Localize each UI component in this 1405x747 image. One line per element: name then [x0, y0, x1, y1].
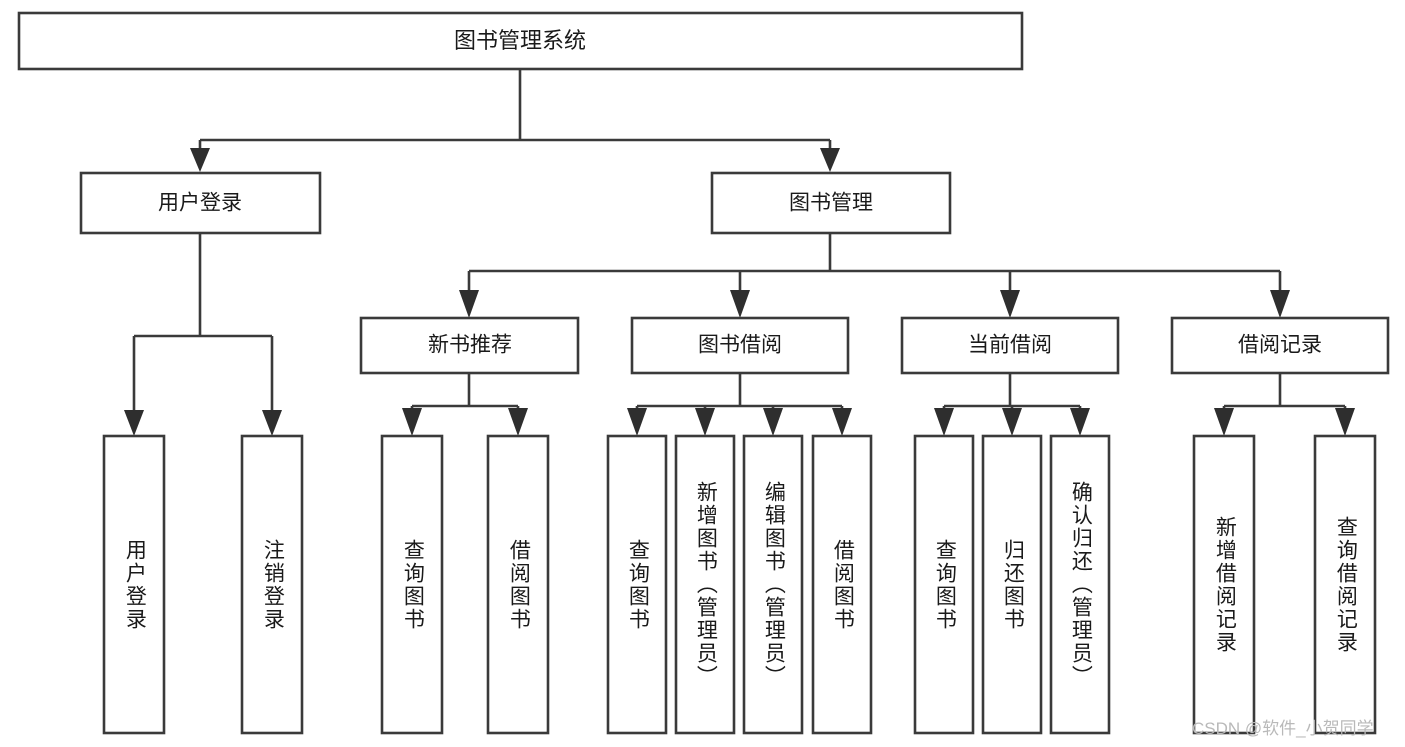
arrow-leaf-nbr-2 — [508, 408, 528, 436]
node-new-book-recommend-label: 新书推荐 — [428, 334, 512, 357]
arrow-leaf-bb-1 — [627, 408, 647, 436]
leaf-box-cb-1[interactable] — [913, 434, 975, 735]
arrow-leaf-bb-2 — [695, 408, 715, 436]
arrow-leaf-user-login-1 — [124, 410, 144, 436]
node-current-borrow-box[interactable] — [900, 316, 1120, 375]
node-new-book-recommend-box[interactable] — [359, 316, 580, 375]
node-book-borrow-label: 图书借阅 — [698, 334, 782, 357]
leaf-box-cb-2[interactable] — [981, 434, 1043, 735]
connectors — [124, 69, 1355, 436]
node-borrow-record-box[interactable] — [1170, 316, 1390, 375]
leaf-box-user-login-1[interactable] — [102, 434, 166, 735]
leaf-box-bb-3[interactable] — [742, 434, 804, 735]
leaf-box-bb-4[interactable] — [811, 434, 873, 735]
arrow-leaf-cb-1 — [934, 408, 954, 436]
arrow-leaf-cb-2 — [1002, 408, 1022, 436]
arrow-new-book-recommend — [459, 290, 479, 318]
arrow-book-borrow — [730, 290, 750, 318]
watermark-text: CSDN @软件_小贺同学 — [1192, 719, 1374, 738]
leaf-box-nbr-1[interactable] — [380, 434, 444, 735]
arrow-leaf-br-1 — [1214, 408, 1234, 436]
node-root-box[interactable] — [17, 11, 1024, 71]
node-book-borrow[interactable]: 图书借阅 — [630, 316, 850, 375]
node-new-book-recommend[interactable]: 新书推荐 — [359, 316, 580, 375]
node-user-login-box[interactable] — [79, 171, 322, 235]
node-root[interactable]: 图书管理系统 — [17, 11, 1024, 71]
arrow-leaf-br-2 — [1335, 408, 1355, 436]
arrow-book-manage — [820, 148, 840, 172]
leaf-box-bb-1[interactable] — [606, 434, 668, 735]
arrow-leaf-bb-4 — [832, 408, 852, 436]
node-book-manage-label: 图书管理 — [789, 192, 873, 215]
arrow-borrow-record — [1270, 290, 1290, 318]
leaf-box-cb-3[interactable] — [1049, 434, 1111, 735]
arrow-leaf-user-login-2 — [262, 410, 282, 436]
node-root-label: 图书管理系统 — [454, 28, 586, 53]
node-book-manage[interactable]: 图书管理 — [710, 171, 952, 235]
leaf-box-bb-2[interactable] — [674, 434, 736, 735]
node-current-borrow[interactable]: 当前借阅 — [900, 316, 1120, 375]
leaf-box-nbr-2[interactable] — [486, 434, 550, 735]
arrow-leaf-nbr-1 — [402, 408, 422, 436]
arrow-leaf-bb-3 — [763, 408, 783, 436]
leaf-box-user-login-2[interactable] — [240, 434, 304, 735]
node-borrow-record[interactable]: 借阅记录 — [1170, 316, 1390, 375]
leaf-box-br-2[interactable] — [1313, 434, 1377, 735]
node-user-login[interactable]: 用户登录 — [79, 171, 322, 235]
node-borrow-record-label: 借阅记录 — [1238, 334, 1322, 357]
arrow-leaf-cb-3 — [1070, 408, 1090, 436]
node-current-borrow-label: 当前借阅 — [968, 334, 1052, 357]
arrow-current-borrow — [1000, 290, 1020, 318]
node-book-manage-box[interactable] — [710, 171, 952, 235]
node-user-login-label: 用户登录 — [158, 192, 242, 215]
leaf-box-br-1[interactable] — [1192, 434, 1256, 735]
node-book-borrow-box[interactable] — [630, 316, 850, 375]
arrow-user-login — [190, 148, 210, 172]
